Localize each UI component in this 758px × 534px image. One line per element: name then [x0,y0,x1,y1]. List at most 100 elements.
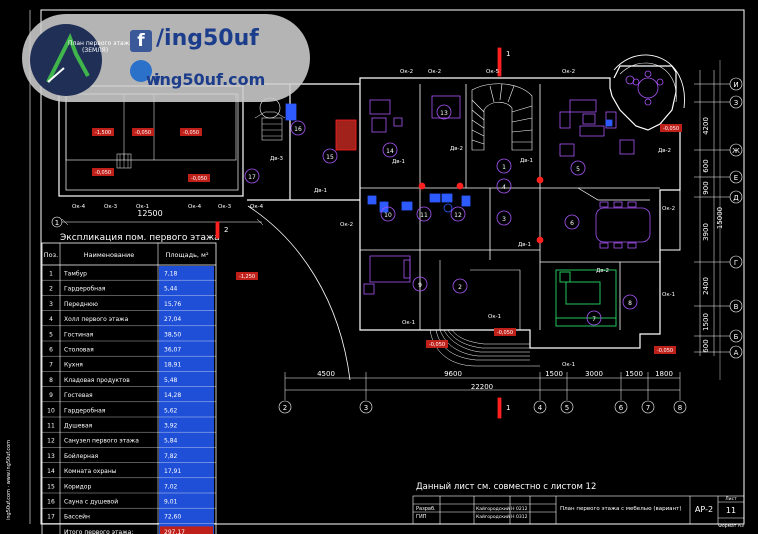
legend-room-name: Гостиная [64,331,94,338]
room-number: 6 [570,220,574,227]
tb-mark: 0312 [516,514,528,520]
sheet-label: Лист [725,496,737,502]
svg-text:-1,250: -1,250 [239,274,255,280]
right-dimensions: 4200 600 900 3900 2400 1500 600 15000 [694,70,730,356]
room-number: 11 [420,212,428,219]
globe-icon [130,60,152,82]
room-number: 8 [628,300,632,307]
facebook-handle[interactable]: /ing50uf [156,26,259,51]
room-numbers: 1 2 3 4 5 6 7 8 9 10 11 12 13 14 15 16 1… [248,110,632,323]
legend-total-fill [160,526,213,534]
legend-header: Поз. [44,251,58,259]
axis-label: В [734,303,739,311]
window-tag: Ок-4 [72,204,86,210]
website-link[interactable]: ing50uf.com [154,70,266,89]
section-mark-bottom: 1 [506,404,510,412]
legend-area: 7,02 [164,483,178,490]
legend-area: 5,44 [164,286,178,293]
svg-text:-0,050: -0,050 [663,126,679,132]
tb-role: Разраб. [416,506,436,512]
legend-room-name: Гардеробная [64,286,106,293]
room-number: 5 [576,166,580,173]
svg-text:-0,050: -0,050 [191,176,207,182]
door-tag: Дв-1 [392,159,405,165]
legend-room-name: Сауна с душевой [64,499,118,506]
legend-header: Площадь, м² [165,251,208,259]
room-number: 14 [386,148,394,155]
window-tag: Ок-2 [562,69,575,75]
tb-mark: 0212 [516,506,528,512]
bottom-axes: 2 3 4 5 6 7 8 [278,400,687,414]
door-tag: Дв-3 [270,156,284,162]
window-tag: Ок-1 [402,320,415,326]
legend-pos: 9 [49,392,53,399]
elev-mark-6: -0,050 [660,124,682,132]
axis-label: И [733,81,738,89]
dim-right: 600 [702,159,710,172]
entrance-steps [429,329,540,367]
room-number: 13 [440,110,448,117]
legend-room-name: Душевая [64,423,93,430]
legend-pos: 7 [49,362,53,369]
legend-pos: 6 [49,347,53,354]
legend-pos: 15 [47,483,55,490]
legend-total-label: Итого первого этажа: [64,529,133,534]
legend-room-name: Гардеробная [64,407,106,414]
legend-area: 38,50 [164,331,181,338]
legend-room-name: Столовая [64,347,94,354]
dim-bottom: 4500 [317,370,335,378]
elev-mark-8: -0,050 [494,328,516,336]
door-tag: Дв-2 [658,148,671,154]
pool-title: Экспликация пом. первого этажа [60,233,220,243]
legend-pos: 3 [49,301,53,308]
window-tag: Ок-5 [486,69,500,75]
room-number: 3 [502,216,506,223]
tb-name: Кайгородский Н [476,513,515,520]
room-number: 4 [502,184,506,191]
dim-bottom: 1800 [655,370,673,378]
dim-right: 900 [702,181,710,194]
axis-label: Д [733,194,739,202]
axis-label-left: 1 [55,219,59,227]
bottom-dimensions: 4500 9600 1500 3000 1500 1800 22200 [284,370,681,400]
axis-label: Б [734,333,739,341]
room-number: 7 [592,316,596,323]
legend-pos: 16 [47,499,55,506]
axis-label: 4 [538,404,543,412]
axis-label: Г [734,259,738,267]
window-tag: Ок-3 [104,204,118,210]
watermark-caption-line1: План первого этажа [68,40,133,47]
overall-width-dim: 12500 [137,209,162,218]
legend-room-name: Холл первого этажа [64,316,129,323]
legend-area: 5,62 [164,407,178,414]
window-tags: Ок-2 Ок-2 Ок-2 Ок-4 Ок-3 Ок-1 Ок-2 Ок-1 … [72,69,675,368]
window-tag: Ок-1 [562,362,575,368]
svg-text:-0,050: -0,050 [135,130,151,136]
dim-right: 4200 [702,117,710,135]
section-mark-2a: 2 [224,226,228,234]
legend-room-name: Кухня [64,362,83,369]
legend-area: 3,92 [164,423,178,430]
title-block [412,495,745,525]
svg-text:-0,050: -0,050 [497,330,513,336]
tb-name: Кайгородский Н [476,505,515,512]
svg-text:-1,500: -1,500 [95,130,111,136]
room-number: 9 [418,282,422,289]
main-stair [471,83,533,151]
elev-mark-2: -0,050 [180,128,202,136]
room-number: 2 [458,284,462,291]
legend-room-name: Комната охраны [64,468,117,475]
room-number: 1 [502,164,506,171]
side-text: ing50uf.com · www.ing50uf.com [6,440,12,520]
axis-label: Е [734,174,738,182]
axis-label: Ж [732,147,740,155]
elev-mark-0: -1,500 [92,128,114,136]
legend-room-name: Коридор [64,483,91,490]
accent-marks [33,43,544,419]
drawing-frame [40,9,745,525]
legend-area: 7,82 [164,453,178,460]
window-tag: Ок-2 [340,222,353,228]
axis-label: 3 [364,404,368,412]
legend-area: 17,91 [164,468,181,475]
window-tag: Ок-3 [218,204,232,210]
